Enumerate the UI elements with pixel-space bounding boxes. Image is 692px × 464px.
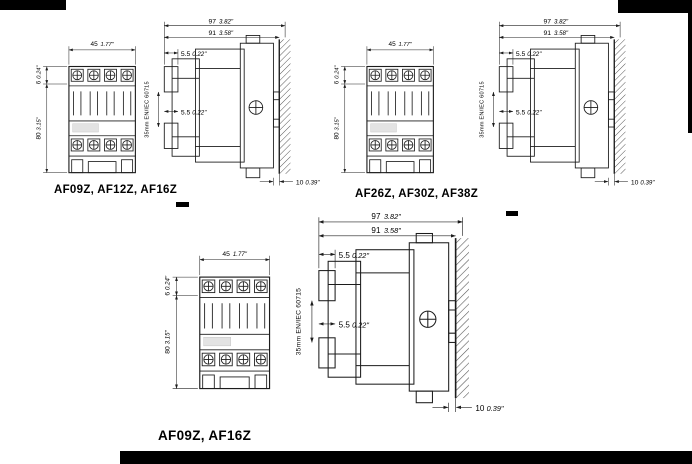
side-dimension-lines: [310, 217, 472, 412]
wall-and-din-rail: [272, 39, 291, 174]
din-rail-standard-label: 35mm EN/IEC 60715: [295, 288, 302, 355]
front-dimension-lines: [172, 255, 270, 389]
figure-caption-3: AF09Z, AF16Z: [158, 428, 252, 443]
side-dimension-lines: [156, 21, 293, 186]
front-offset-dimension: 60.24": [35, 64, 42, 84]
section-separator-dash-2: [506, 211, 518, 216]
header-bar-fragment-left: [0, 0, 66, 10]
front-dimension-lines: [341, 46, 434, 173]
contactor-front-outline: [68, 65, 136, 174]
contactor-front-outline: [199, 276, 271, 390]
figure-caption-2: AF26Z, AF30Z, AF38Z: [355, 188, 479, 200]
section-separator-dash-1: [176, 202, 189, 207]
front-height-dimension: 803.15": [35, 116, 42, 139]
front-dimension-lines: [43, 46, 136, 173]
side-dimension-lines: [491, 21, 628, 186]
front-height-dimension: 803.15": [165, 329, 172, 353]
footer-bar: [120, 451, 692, 464]
front-offset-dimension: 60.24": [165, 275, 172, 296]
contactor-side-outline: [498, 34, 609, 179]
din-rail-standard-label: 35mm EN/IEC 60715: [145, 81, 151, 138]
page-edge-bar: [688, 13, 692, 133]
header-bar-fragment-right: [618, 0, 692, 13]
din-rail-standard-label: 35mm EN/IEC 60715: [480, 81, 486, 138]
figure-caption-1: AF09Z, AF12Z, AF16Z: [54, 184, 178, 196]
contactor-front-outline: [366, 65, 434, 174]
contactor-side-outline: [163, 34, 274, 179]
wall-and-din-rail: [607, 39, 626, 174]
front-offset-dimension: 60.24": [333, 64, 340, 84]
wall-and-din-rail: [448, 238, 469, 399]
front-height-dimension: 803.15": [333, 116, 340, 139]
contactor-side-outline: [318, 232, 450, 404]
